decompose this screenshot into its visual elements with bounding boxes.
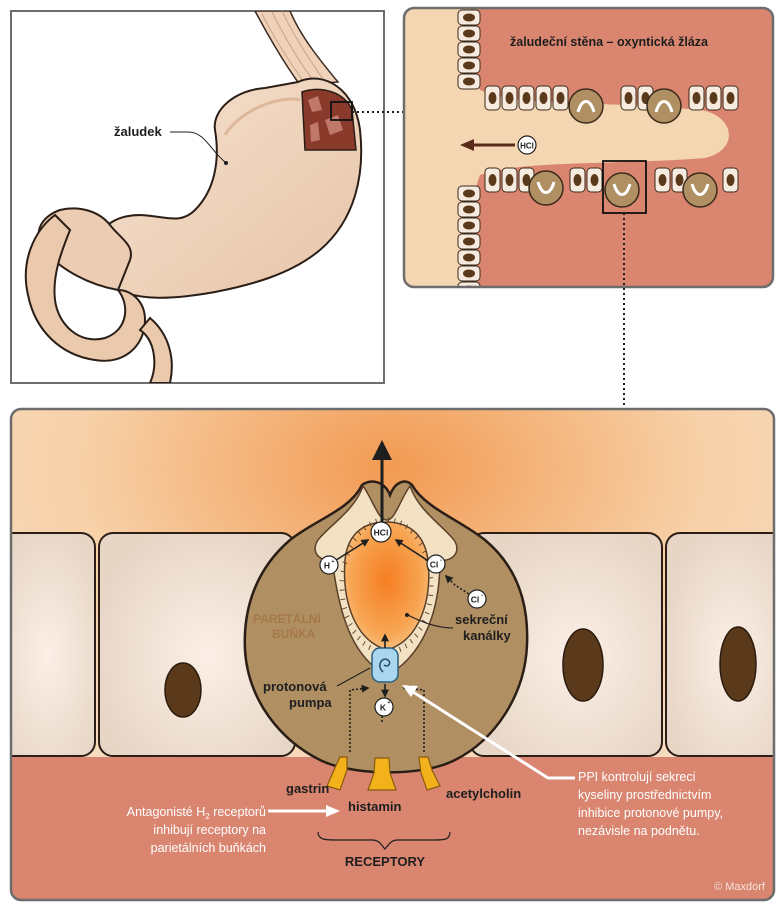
pump-label-1: protonová bbox=[263, 679, 327, 694]
cell-nucleus bbox=[727, 92, 735, 104]
svg-text:-: - bbox=[440, 558, 442, 564]
svg-text:Cl: Cl bbox=[471, 595, 480, 605]
cell-nucleus bbox=[574, 174, 582, 186]
cell-nucleus bbox=[591, 174, 599, 186]
cell-nucleus bbox=[463, 270, 475, 278]
antagonist-line3: parietálních buňkách bbox=[151, 841, 266, 855]
ppi-line2: kyseliny prostřednictvím bbox=[578, 788, 711, 802]
canaliculi-label-2: kanálky bbox=[463, 628, 511, 643]
antagonist-line1: Antagonisté H2 receptorů bbox=[127, 805, 266, 821]
cell-nucleus bbox=[693, 92, 701, 104]
cell-nucleus bbox=[463, 62, 475, 70]
canaliculi-label-1: sekreční bbox=[455, 612, 508, 627]
ppi-line1: PPI kontrolují sekreci bbox=[578, 770, 695, 784]
gland-title: žaludeční stěna – oxyntická žláza bbox=[510, 35, 709, 49]
cell-nucleus bbox=[463, 14, 475, 22]
k-badge: K + bbox=[375, 698, 393, 716]
ppi-line3: inhibice protonové pumpy, bbox=[578, 806, 723, 820]
nucleus-1 bbox=[165, 663, 201, 717]
cell-nucleus bbox=[523, 92, 531, 104]
antagonist-line2: inhibují receptory na bbox=[153, 823, 266, 837]
svg-text:+: + bbox=[331, 559, 334, 565]
cell-label-2: BUŇKA bbox=[272, 626, 316, 641]
cell-nucleus bbox=[489, 92, 497, 104]
cell-panel: HCl H + Cl - Cl - K + bbox=[0, 409, 777, 900]
epithelial-cell bbox=[458, 282, 480, 297]
svg-text:K: K bbox=[380, 703, 387, 713]
stomach-label: žaludek bbox=[114, 124, 162, 139]
receptors-group-label: RECEPTORY bbox=[345, 854, 426, 869]
cell-nucleus bbox=[463, 206, 475, 214]
cell-nucleus bbox=[710, 92, 718, 104]
cell-nucleus bbox=[463, 78, 475, 86]
h-badge: H + bbox=[320, 556, 338, 574]
cl-badge-inner: Cl - bbox=[427, 555, 445, 573]
stomach-panel: žaludek bbox=[11, 11, 384, 383]
svg-text:H: H bbox=[324, 561, 330, 571]
cell-nucleus bbox=[557, 92, 565, 104]
hcl-badge: HCl bbox=[371, 522, 391, 542]
cell-nucleus bbox=[540, 92, 548, 104]
cell-nucleus bbox=[727, 174, 735, 186]
cell-nucleus bbox=[463, 46, 475, 54]
cell-nucleus bbox=[506, 174, 514, 186]
gland-panel: HCl žaludeční stěna – oxyntická žláza bbox=[404, 8, 773, 297]
cell-nucleus bbox=[659, 174, 667, 186]
svg-text:Cl: Cl bbox=[430, 560, 439, 570]
neighbor-cell-4 bbox=[666, 533, 777, 756]
histamin-label: histamin bbox=[348, 799, 402, 814]
cell-nucleus bbox=[676, 174, 684, 186]
svg-text:+: + bbox=[387, 700, 390, 706]
cell-nucleus bbox=[506, 92, 514, 104]
acetylcholin-label: acetylcholin bbox=[446, 786, 521, 801]
cell-nucleus bbox=[463, 254, 475, 262]
cl-badge-outer: Cl - bbox=[468, 590, 486, 608]
pump-label-2: pumpa bbox=[289, 695, 332, 710]
copyright: © Maxdorf bbox=[714, 881, 766, 893]
cell-nucleus bbox=[625, 92, 633, 104]
svg-text:HCl: HCl bbox=[520, 142, 534, 151]
cell-nucleus bbox=[463, 238, 475, 246]
cell-nucleus bbox=[463, 30, 475, 38]
nucleus-2 bbox=[563, 629, 603, 701]
cell-label-1: PARETÁLNÍ bbox=[253, 611, 321, 626]
cell-nucleus bbox=[463, 190, 475, 198]
gastrin-label: gastrin bbox=[286, 781, 329, 796]
nucleus-3 bbox=[720, 627, 756, 701]
cell-nucleus bbox=[463, 222, 475, 230]
svg-text:HCl: HCl bbox=[374, 528, 389, 538]
neighbor-cell-1 bbox=[0, 533, 95, 756]
svg-text:-: - bbox=[481, 593, 483, 599]
ppi-line4: nezávisle na podnětu. bbox=[578, 824, 700, 838]
cell-nucleus bbox=[489, 174, 497, 186]
